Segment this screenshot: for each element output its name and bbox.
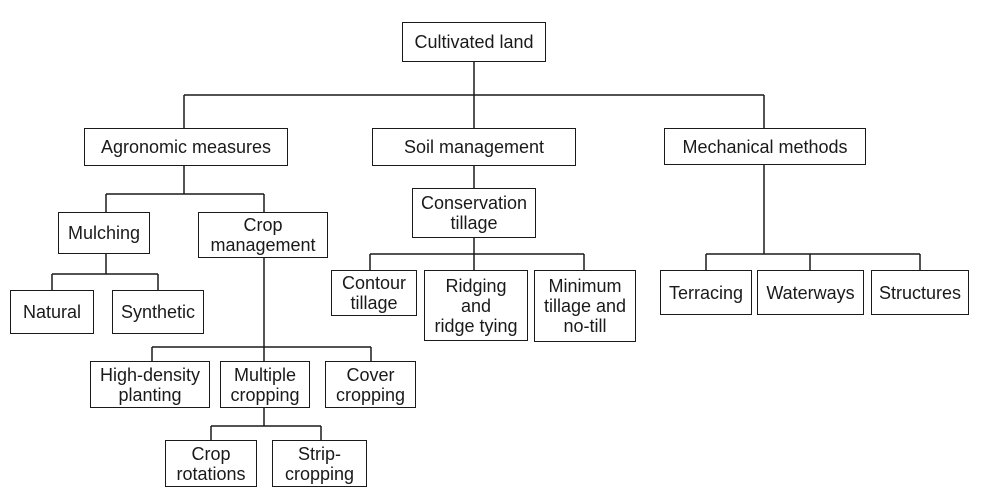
node-label-line: Mechanical methods [682, 136, 848, 157]
node-label-line: Soil management [403, 137, 545, 157]
node-mulching: Mulching [58, 212, 150, 254]
node-label-line: Agronomic measures [100, 137, 272, 157]
node-natural: Natural [10, 290, 94, 334]
node-label-line: cropping [335, 384, 406, 405]
node-terracing: Terracing [660, 270, 752, 315]
node-label-line: Structures [878, 282, 962, 303]
node-waterways: Waterways [757, 270, 864, 315]
node-label-line: Mulching [67, 223, 141, 243]
node-label-line: ridge tying [434, 315, 518, 336]
node-label-line: rotations [176, 463, 246, 484]
node-label-line: tillage and [543, 296, 627, 316]
node-synthetic: Synthetic [112, 290, 204, 334]
node-mechanical-methods: Mechanical methods [664, 128, 866, 165]
node-label-line: Ridging [445, 275, 507, 296]
node-label-line: Natural [22, 302, 82, 322]
node-label-line: Synthetic [120, 302, 196, 322]
node-strip-cropping: Strip-cropping [272, 440, 367, 487]
node-label-line: Crop [243, 215, 283, 235]
node-label-line: Cultivated land [414, 32, 534, 52]
node-label-line: Minimum [548, 276, 622, 296]
node-structures: Structures [871, 270, 969, 315]
node-label-line: High-density [99, 364, 201, 385]
node-label-line: Multiple [233, 364, 297, 385]
node-label-line: management [210, 235, 316, 255]
node-label-line: Cover [346, 364, 395, 385]
node-soil-management: Soil management [372, 128, 576, 166]
node-label-line: Contour [341, 273, 407, 293]
node-label-line: tillage [450, 213, 498, 233]
node-cultivated-land: Cultivated land [402, 22, 546, 62]
node-label-line: Conservation [420, 193, 528, 213]
node-label-line: tillage [350, 293, 398, 313]
node-label-line: Strip- [297, 443, 341, 464]
node-label-line: and [460, 295, 492, 316]
node-label-line: cropping [284, 463, 355, 484]
node-agronomic-measures: Agronomic measures [84, 128, 288, 166]
node-label-line: Crop [191, 443, 231, 464]
node-label-line: cropping [230, 384, 300, 405]
node-label-line: Terracing [668, 282, 744, 303]
node-label-line: planting [118, 384, 182, 405]
node-label-line: no-till [563, 316, 607, 336]
node-label-line: Waterways [766, 282, 855, 303]
